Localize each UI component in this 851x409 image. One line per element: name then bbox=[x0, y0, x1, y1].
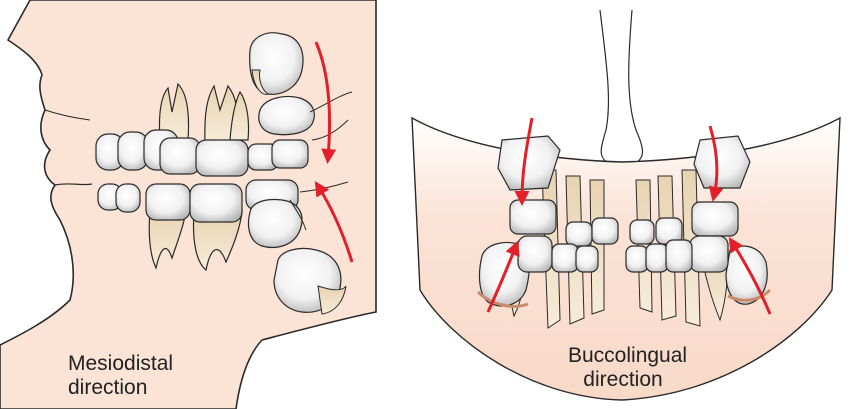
tooth-crown bbox=[272, 140, 308, 168]
tooth-crown bbox=[630, 220, 654, 244]
mesiodistal-caption-line2: direction bbox=[68, 376, 173, 400]
tooth-crown bbox=[190, 184, 242, 222]
buccolingual-caption-line1: Buccolingual bbox=[568, 344, 678, 368]
tooth-crown bbox=[592, 218, 618, 244]
tooth-crown bbox=[510, 200, 556, 234]
tooth-crown bbox=[160, 138, 200, 174]
nasal-line bbox=[600, 10, 610, 164]
tooth-crown bbox=[518, 236, 552, 272]
left-panel-mesiodistal bbox=[0, 0, 376, 409]
tooth-crown bbox=[692, 202, 738, 236]
tooth-crown bbox=[552, 244, 578, 272]
tooth-crown bbox=[690, 236, 728, 272]
tooth-crown bbox=[566, 222, 592, 246]
buccolingual-caption: Buccolingual direction bbox=[568, 344, 678, 392]
tooth-crown bbox=[666, 240, 692, 272]
tooth-crown bbox=[626, 246, 648, 272]
tooth-crown bbox=[576, 246, 598, 272]
tooth-crown bbox=[259, 97, 315, 135]
tooth-crown bbox=[116, 184, 140, 212]
tooth-crown bbox=[646, 244, 668, 272]
tooth-crown bbox=[146, 184, 190, 220]
right-panel-buccolingual bbox=[412, 10, 840, 400]
mesiodistal-caption-line1: Mesiodistal bbox=[68, 352, 173, 376]
nasal-line bbox=[629, 10, 643, 164]
tooth-crown bbox=[196, 140, 248, 176]
tooth-crown bbox=[694, 136, 750, 188]
buccolingual-caption-line2: direction bbox=[568, 368, 678, 392]
mesiodistal-caption: Mesiodistal direction bbox=[68, 352, 173, 400]
